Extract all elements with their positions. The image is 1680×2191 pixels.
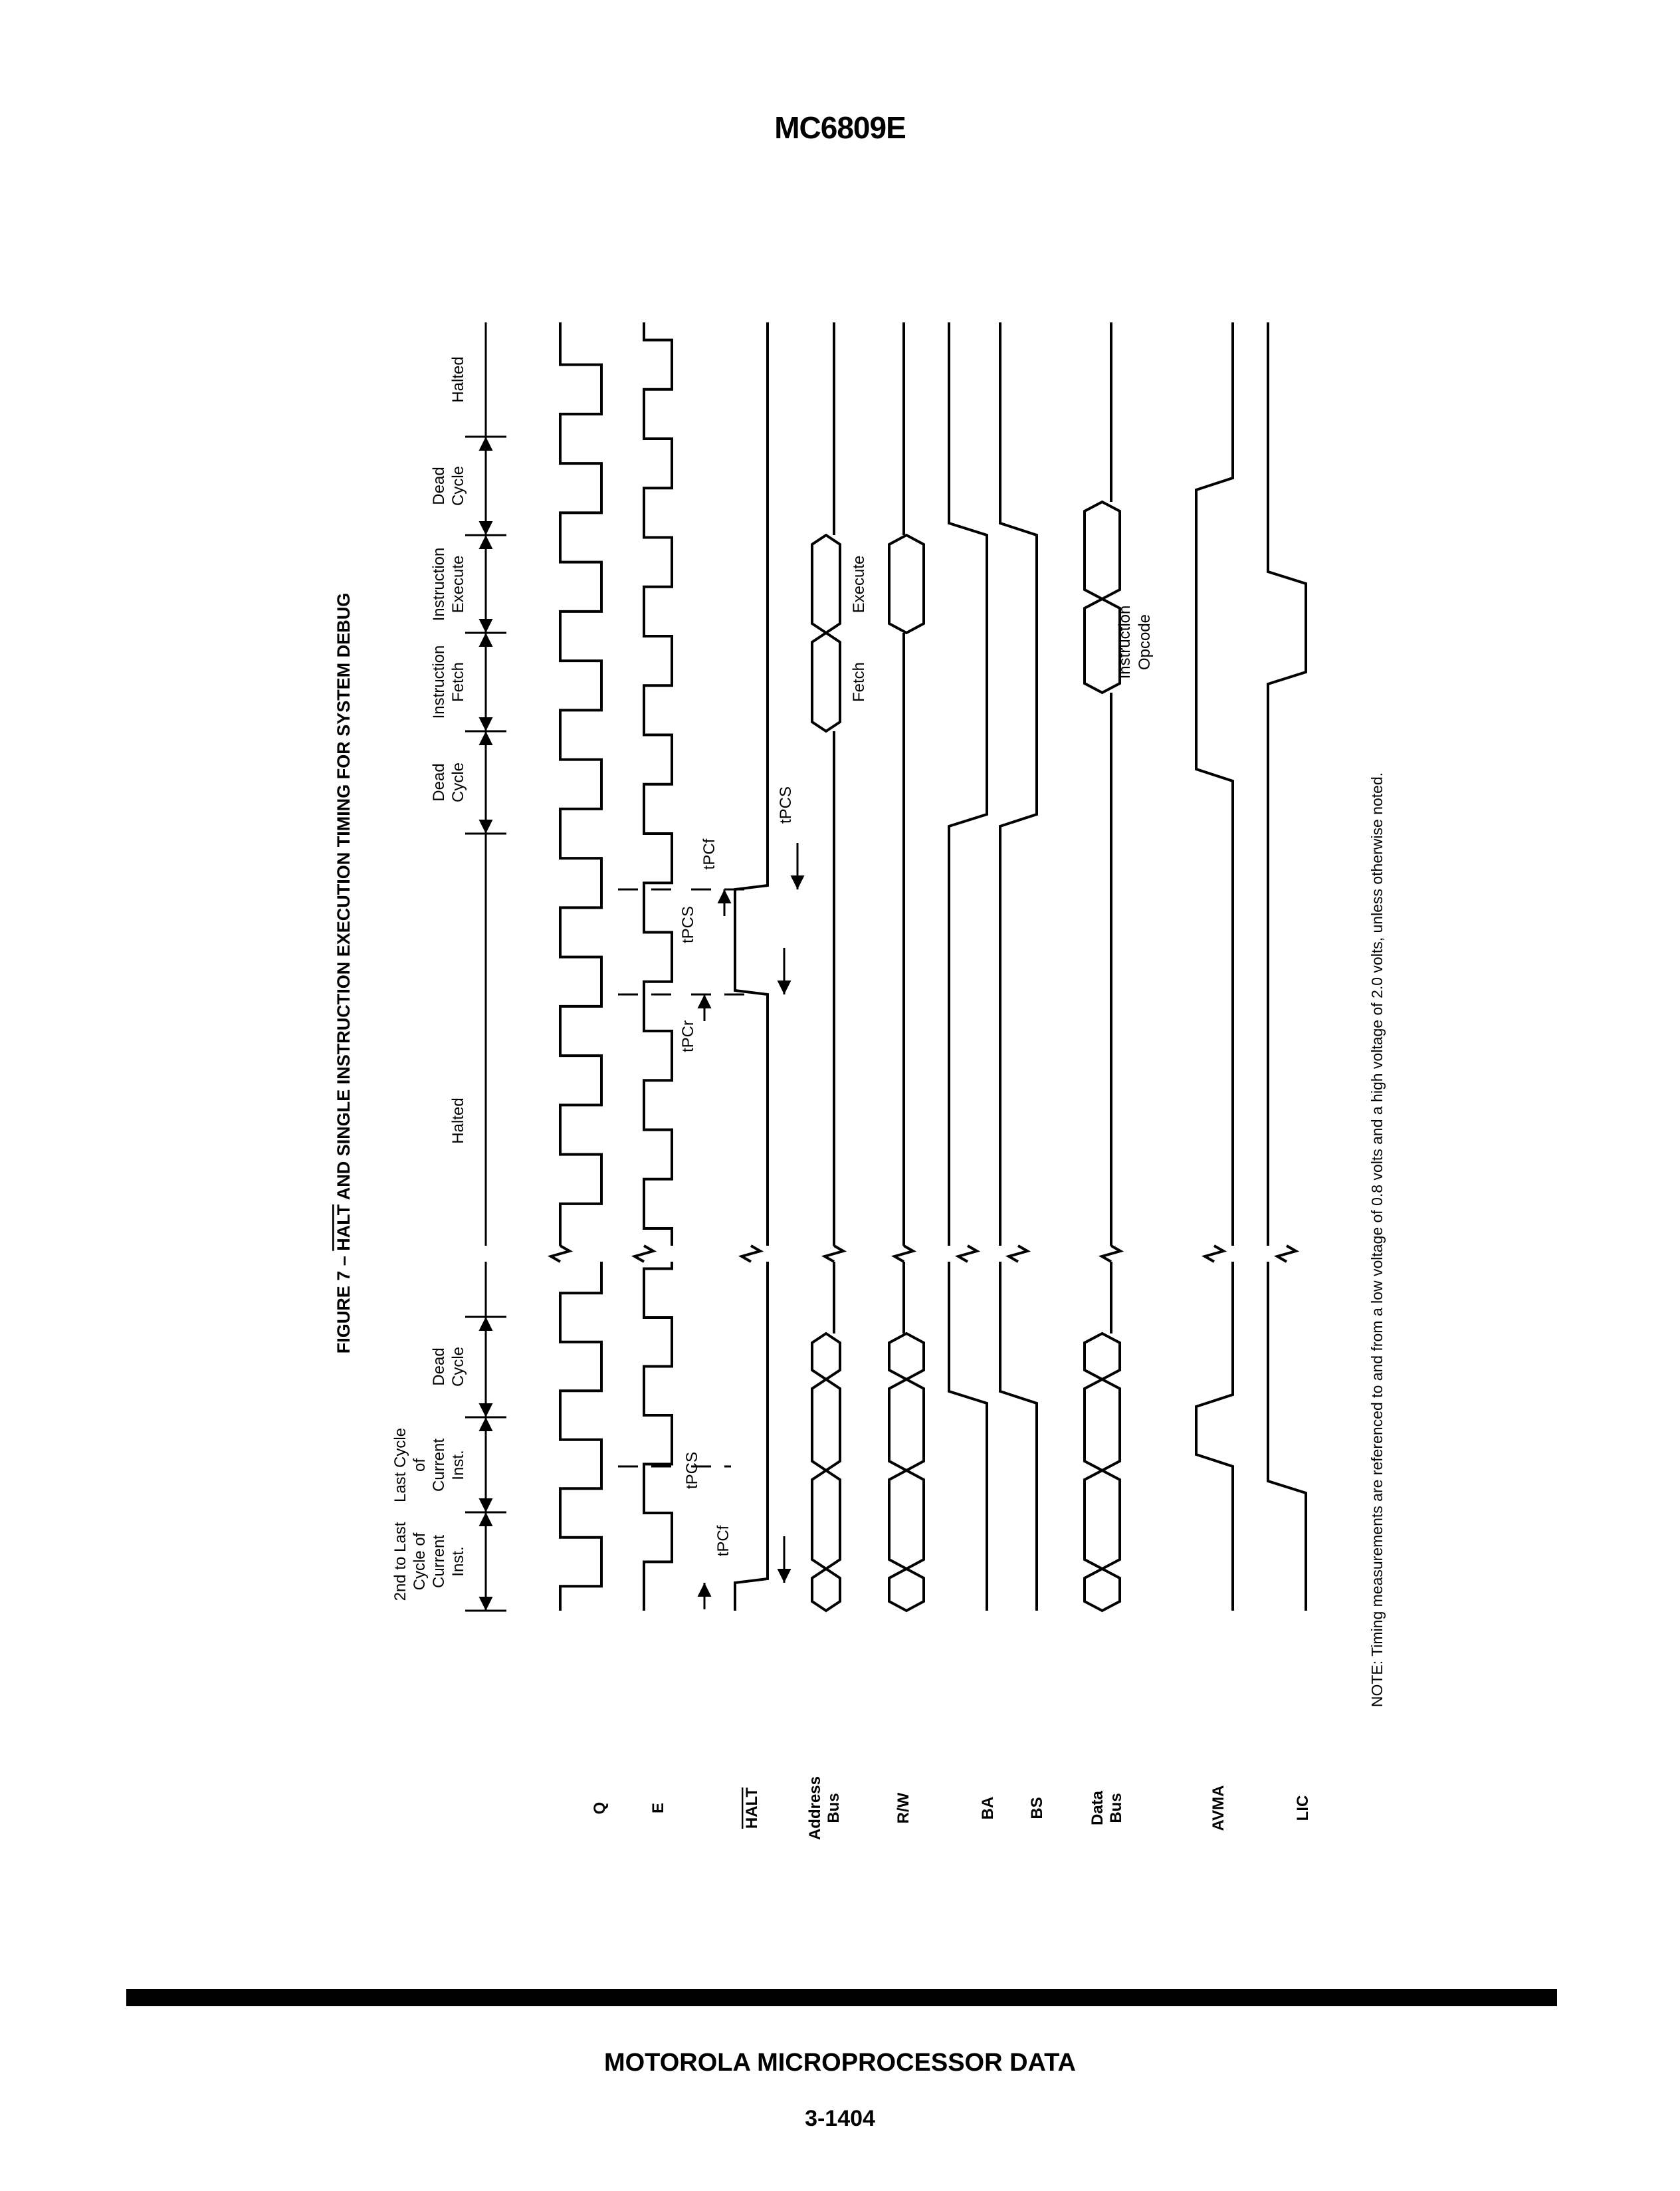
avma-wave-segment xyxy=(1195,322,1234,1246)
phase-label: Dead xyxy=(430,763,448,801)
lic-wave-segment xyxy=(1267,1262,1307,1611)
waveforms xyxy=(547,322,1307,1613)
bus-label-fetch: Fetch xyxy=(850,662,868,702)
signal-label: Address xyxy=(806,1776,824,1840)
timing-label-tpcs: tPCS xyxy=(679,906,697,943)
signal-label: BA xyxy=(979,1797,997,1820)
avma-wave-segment xyxy=(1195,1262,1234,1611)
break-mark xyxy=(1201,1244,1227,1263)
bs-wave-segment xyxy=(999,322,1038,1246)
timing-label-tpcf: tPCf xyxy=(714,1525,732,1556)
data-bus-wave-data-window xyxy=(1083,597,1121,695)
phase-label: Cycle xyxy=(449,762,467,802)
lic-wave-segment xyxy=(1267,322,1307,1246)
break-mark xyxy=(891,1244,917,1263)
phase-label: Instruction xyxy=(430,548,448,622)
timing-label-tpcf: tPCf xyxy=(700,838,718,869)
phase-label: Current xyxy=(430,1535,448,1588)
phase-label: Instruction xyxy=(430,645,448,719)
phase-label: Cycle xyxy=(449,1347,467,1387)
timing-label-tpcs: tPCS xyxy=(777,786,795,824)
rw-wave-data-window xyxy=(888,1377,925,1472)
signal-label: LIC xyxy=(1294,1795,1312,1821)
signal-label: E xyxy=(649,1803,667,1813)
phase-label: Cycle of xyxy=(411,1532,429,1590)
signal-label: HALT xyxy=(743,1787,761,1829)
phase-label: Inst. xyxy=(449,1546,467,1576)
signal-label: Q xyxy=(591,1802,609,1815)
break-mark xyxy=(631,1244,657,1263)
signal-label: Bus xyxy=(825,1793,843,1823)
phase-label: Current xyxy=(430,1439,448,1492)
data-bus-wave-data-window xyxy=(1083,1331,1121,1381)
page-header: MC6809E xyxy=(774,110,906,145)
bus-label-execute: Execute xyxy=(850,556,868,614)
e-clock-wave-segment xyxy=(643,322,673,1246)
rw-wave-data-window xyxy=(888,1331,925,1381)
phase-label: Fetch xyxy=(449,662,467,702)
address-bus-wave-data-window xyxy=(811,533,841,635)
phase-label: Execute xyxy=(449,556,467,614)
phase-label: Dead xyxy=(430,1347,448,1385)
phase-label: Dead xyxy=(430,467,448,505)
data-bus-wave-data-window xyxy=(1083,1468,1121,1571)
signal-label: BS xyxy=(1028,1797,1046,1819)
signal-label: Data xyxy=(1089,1790,1106,1825)
ba-wave-segment xyxy=(948,322,988,1246)
timing-label-tpcs: tPCS xyxy=(683,1452,701,1489)
break-mark xyxy=(1273,1244,1300,1263)
ba-wave-segment xyxy=(948,1262,988,1611)
rw-wave-data-window xyxy=(888,1468,925,1571)
data-bus-wave-data-window xyxy=(1083,1377,1121,1472)
address-bus-wave-data-window xyxy=(811,1377,841,1472)
signal-label: Bus xyxy=(1107,1793,1125,1823)
halt-overbar-text: HALT xyxy=(334,1204,354,1250)
break-mark xyxy=(547,1244,574,1263)
bus-label-opcode-2: Opcode xyxy=(1136,614,1154,670)
break-mark xyxy=(954,1244,981,1263)
phase-label: Halted xyxy=(449,356,467,402)
address-bus-wave-data-window xyxy=(811,631,841,733)
phase-label: of xyxy=(411,1458,429,1472)
halt-wave-segment xyxy=(734,322,769,1246)
address-bus-wave-data-window xyxy=(811,1468,841,1571)
address-bus-wave-data-window xyxy=(811,1567,841,1613)
break-mark xyxy=(1005,1244,1031,1263)
figure-title: FIGURE 7 – HALT AND SINGLE INSTRUCTION E… xyxy=(334,593,354,1354)
bus-label-opcode-1: Instruction xyxy=(1116,606,1134,679)
phase-label: Cycle xyxy=(449,466,467,506)
data-bus-wave-data-window xyxy=(1083,1567,1121,1613)
rw-wave-data-window xyxy=(888,1567,925,1613)
halt-wave-segment xyxy=(734,1262,769,1611)
phase-label: 2nd to Last xyxy=(391,1522,409,1601)
timing-annotations: tPCS tPCf tPCr tPCS tPCf tPCS xyxy=(618,786,805,1609)
phase-time-axis xyxy=(465,322,506,1612)
break-mark xyxy=(821,1244,847,1263)
q-clock-wave-segment xyxy=(559,322,603,1246)
figure-note: NOTE: Timing measurements are referenced… xyxy=(1368,772,1386,1707)
rw-wave-data-window xyxy=(888,533,925,635)
phase-label: Last Cycle xyxy=(391,1428,409,1502)
phase-label: Halted xyxy=(449,1097,467,1143)
timing-label-tpcr: tPCr xyxy=(679,1020,697,1052)
break-mark xyxy=(738,1244,764,1263)
bs-wave-segment xyxy=(999,1262,1038,1611)
e-clock-wave-segment xyxy=(643,1262,673,1611)
address-bus-wave-data-window xyxy=(811,1331,841,1381)
page-footer: MOTOROLA MICROPROCESSOR DATA xyxy=(603,2049,1077,2077)
q-clock-wave-segment xyxy=(559,1262,603,1611)
data-bus-wave-data-window xyxy=(1083,500,1121,601)
phase-label: Inst. xyxy=(449,1450,467,1480)
signal-label: AVMA xyxy=(1209,1786,1227,1831)
footer-rule xyxy=(126,1989,1557,2006)
signal-label: R/W xyxy=(894,1792,912,1823)
break-mark xyxy=(1098,1244,1124,1263)
page-number: 3-1404 xyxy=(805,2106,875,2131)
